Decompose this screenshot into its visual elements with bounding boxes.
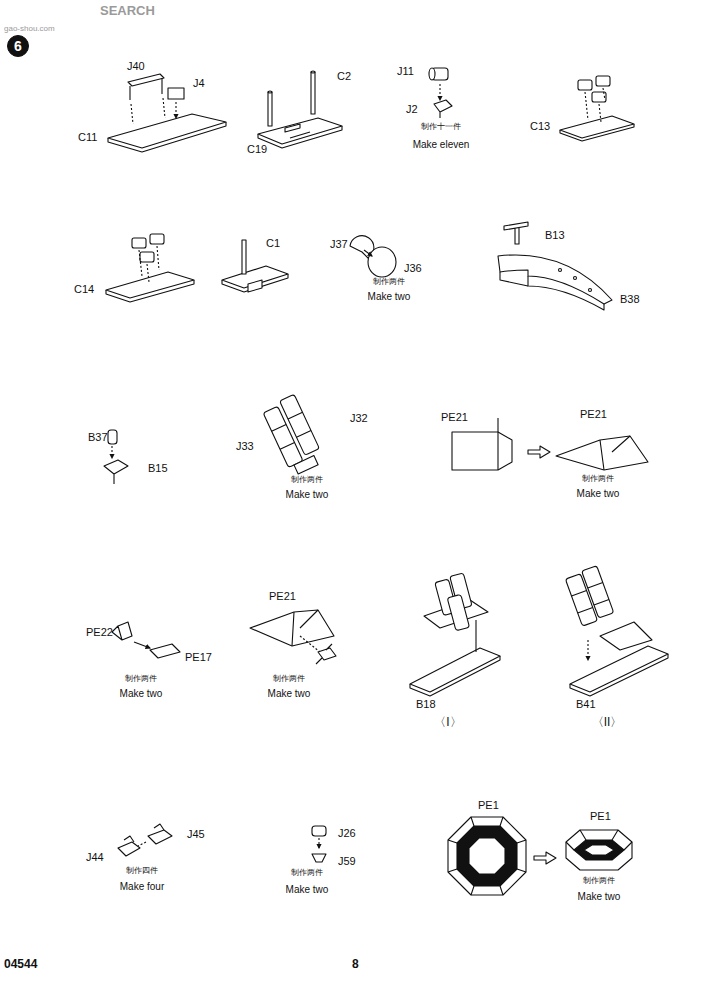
part-number: B15 [148, 462, 168, 475]
part-number: J45 [187, 828, 205, 841]
step-circle-shape [8, 36, 29, 57]
part-number: B18 [416, 698, 436, 711]
instruction-note: Make two [577, 488, 620, 500]
instruction-note: Make two [268, 688, 311, 700]
instruction-note: Make two [286, 884, 329, 896]
step-number: 6 [7, 35, 29, 57]
page-number: 8 [352, 958, 359, 972]
instruction-note: Make two [120, 688, 163, 700]
instruction-note: Make two [368, 291, 411, 303]
part-number: PE1 [590, 810, 611, 823]
watermark-text: SEARCH [100, 4, 155, 19]
part-number: PE1 [478, 799, 499, 812]
part-number: J44 [86, 851, 104, 864]
part-number: J59 [338, 855, 356, 868]
step-number-text: 6 [7, 35, 29, 57]
part-number: J2 [406, 103, 418, 116]
part-number: C19 [247, 143, 267, 156]
instruction-note: 制作两件 [291, 868, 323, 877]
part-number: J36 [404, 262, 422, 275]
part-number: B37 [88, 431, 108, 444]
part-number: PE17 [185, 651, 212, 664]
part-number: PE22 [86, 626, 113, 639]
instruction-note: Make two [286, 489, 329, 501]
photo-etch-ring [448, 817, 526, 895]
instruction-note: 制作两件 [583, 876, 615, 885]
instruction-note: 〈I〉 [434, 716, 461, 730]
part-number: J4 [193, 77, 205, 90]
part-number: J11 [397, 65, 414, 78]
part-number: C14 [74, 283, 94, 296]
instruction-note: Make two [578, 891, 621, 903]
part-number: J32 [350, 412, 368, 425]
part-number: C2 [337, 70, 351, 83]
part-number: B41 [576, 698, 596, 711]
part-number: B13 [545, 229, 565, 242]
watermark-text: gao-shou.com [4, 24, 55, 33]
part-number: C13 [530, 120, 550, 133]
instruction-note: Make eleven [413, 139, 470, 151]
instruction-note: 制作两件 [291, 475, 323, 484]
part-number: J26 [338, 827, 356, 840]
part-number: PE21 [441, 411, 468, 424]
part-number: PE21 [269, 590, 296, 603]
part-number: C1 [266, 237, 280, 250]
part-number: PE21 [580, 408, 607, 421]
part-number: J37 [330, 238, 348, 251]
instruction-note: 制作十一件 [421, 122, 461, 131]
part-number: B38 [620, 293, 640, 306]
instruction-note: 制作四件 [126, 866, 158, 875]
instruction-note: 制作两件 [273, 674, 305, 683]
part-number: J33 [236, 440, 254, 453]
instruction-note: 制作两件 [373, 277, 405, 286]
instruction-note: 〈II〉 [592, 716, 623, 730]
instruction-note: Make four [120, 881, 164, 893]
instruction-note: 制作两件 [125, 674, 157, 683]
part-number: C11 [78, 131, 97, 144]
instruction-note: 制作两件 [582, 474, 614, 483]
page-number: 04544 [4, 958, 37, 972]
part-number: J40 [127, 60, 145, 73]
